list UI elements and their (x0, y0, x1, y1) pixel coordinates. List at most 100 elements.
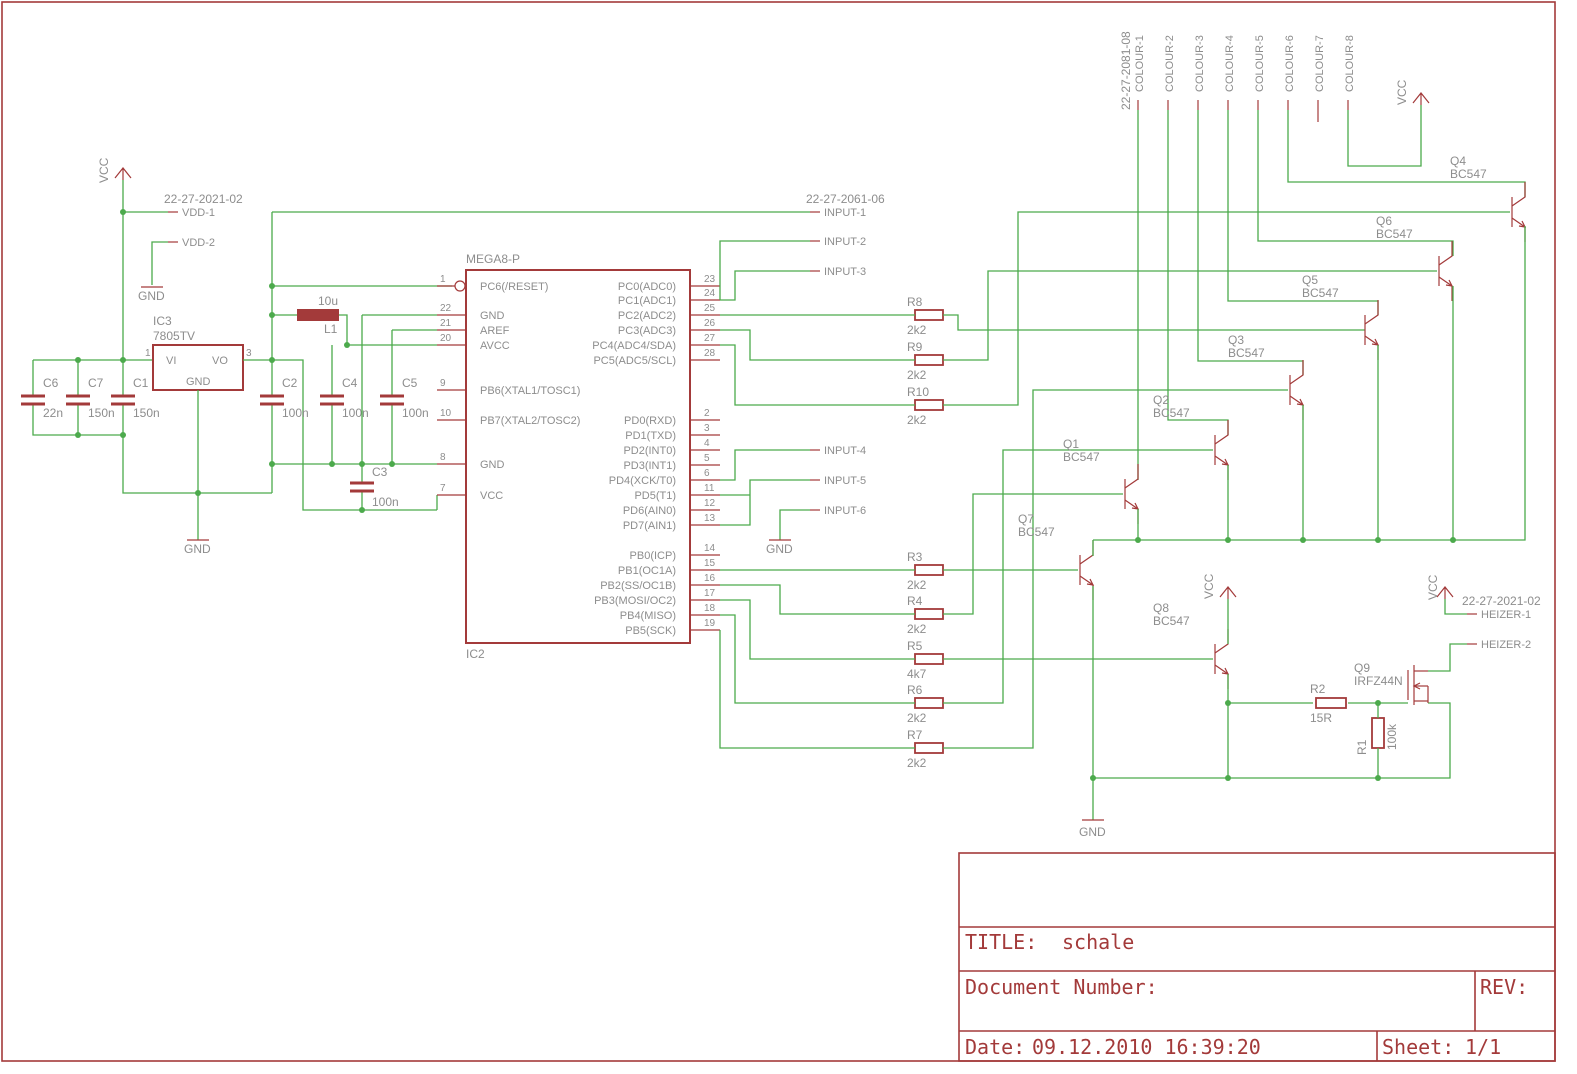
mcu-pin-name: PD1(TXD) (625, 430, 676, 442)
c5-name: C5 (402, 376, 418, 390)
sheet-frame (1, 1, 1556, 1062)
mcu-ic2: MEGA8-P IC2 1PC6(/RESET)22GND21AREF20AVC… (437, 252, 720, 661)
mcu-pin-name: PB2(SS/OC1B) (600, 580, 676, 592)
mcu-pin-name: PD2(INT0) (623, 445, 676, 457)
resistor-r4 (914, 608, 944, 620)
c1-value: 150n (133, 406, 160, 420)
mcu-pin-number: 13 (704, 513, 716, 524)
resistor-r6 (914, 697, 944, 709)
mcu-pin-number: 24 (704, 288, 716, 299)
transistor-q2 (1214, 420, 1230, 480)
resistor-r8 (914, 309, 944, 321)
mcu-pin-name: PB4(MISO) (620, 610, 676, 622)
c6-value: 22n (43, 406, 63, 420)
colour-connector-name: 22-27-2081-08 (1119, 31, 1133, 110)
mcu-pin-name: PD5(T1) (634, 490, 676, 502)
input-pin-label: INPUT-3 (824, 266, 866, 278)
transistor-q8 (1214, 629, 1230, 689)
transistor-name: Q5 (1302, 273, 1318, 287)
mcu-pin-name: GND (480, 310, 505, 322)
c2-name: C2 (282, 376, 298, 390)
mcu-value: MEGA8-P (466, 252, 520, 266)
mcu-pin-name: AREF (480, 325, 510, 337)
rev-label: REV: (1480, 975, 1528, 999)
ic3-name: IC3 (153, 314, 172, 328)
resistor-name: R9 (907, 340, 923, 354)
c3-name: C3 (372, 465, 388, 479)
transistor-value: BC547 (1153, 406, 1190, 420)
title-block: TITLE: schale Document Number: REV: Date… (958, 852, 1556, 1062)
resistor-name: R1 (1355, 739, 1369, 755)
mcu-pin-number: 11 (704, 483, 715, 494)
resistor-value: 2k2 (907, 413, 927, 427)
mcu-pin-number: 21 (440, 318, 452, 329)
mcu-pin-name: PD3(INT1) (623, 460, 676, 472)
mcu-pin-number: 15 (704, 558, 716, 569)
colour-pin-label: COLOUR-6 (1284, 35, 1296, 92)
mcu-left-pins: 1PC6(/RESET)22GND21AREF20AVCC9PB6(XTAL1/… (437, 274, 580, 502)
resistor-value: 2k2 (907, 323, 927, 337)
resistor-name: R7 (907, 728, 923, 742)
mcu-pin-number: 2 (704, 408, 710, 419)
mcu-pin-number: 16 (704, 573, 716, 584)
resistor-r1 (1371, 717, 1385, 749)
title-label: TITLE: (965, 930, 1037, 954)
colour-pin-label: COLOUR-7 (1314, 35, 1326, 92)
input-pin-label: INPUT-6 (824, 505, 866, 517)
mcu-pin-name: PC5(ADC5/SCL) (593, 355, 676, 367)
mcu-pin-number: 6 (704, 468, 710, 479)
mcu-pin-name: PC4(ADC4/SDA) (592, 340, 676, 352)
mcu-pin-name: PB0(ICP) (630, 550, 676, 562)
colour-pin-label: COLOUR-8 (1344, 35, 1356, 92)
mcu-pin-number: 8 (440, 452, 446, 463)
transistor-q7 (1079, 540, 1095, 600)
transistor-name: Q6 (1376, 214, 1392, 228)
mcu-pin-number: 18 (704, 603, 716, 614)
heizer-1-label: HEIZER-1 (1481, 609, 1531, 621)
resistor-r3 (914, 564, 944, 576)
c1-name: C1 (133, 376, 149, 390)
transistor-name: Q3 (1228, 333, 1244, 347)
resistor-value: 4k7 (907, 667, 927, 681)
c6-name: C6 (43, 376, 59, 390)
mcu-pin-name: PB3(MOSI/OC2) (594, 595, 676, 607)
transistor-name: Q4 (1450, 154, 1466, 168)
ic3-pin3: 3 (246, 348, 252, 359)
resistor-group: R82k2R92k2R102k2R32k2R42k2R54k7R62k2R72k… (907, 295, 1399, 770)
mcu-pin-number: 25 (704, 303, 716, 314)
l1-name: L1 (324, 322, 338, 336)
heizer-2-label: HEIZER-2 (1481, 639, 1531, 651)
mcu-pin-number: 1 (440, 274, 446, 285)
mcu-pin-name: PB1(OC1A) (618, 565, 676, 577)
transistor-q6 (1438, 241, 1454, 301)
resistor-r2 (1315, 697, 1347, 709)
mcu-pin-number: 27 (704, 333, 716, 344)
mcu-pin-name: PD6(AIN0) (623, 505, 676, 517)
resistor-r10 (914, 399, 944, 411)
resistor-value: 2k2 (907, 711, 927, 725)
mcu-pin-number: 10 (440, 408, 452, 419)
resistor-value: 2k2 (907, 622, 927, 636)
mcu-right-pins: 23PC0(ADC0)24PC1(ADC1)25PC2(ADC2)26PC3(A… (592, 274, 720, 637)
l1-value: 10u (318, 294, 338, 308)
ic3-value: 7805TV (153, 329, 195, 343)
c7-name: C7 (88, 376, 104, 390)
mcu-pin-number: 20 (440, 333, 452, 344)
resistor-name: R2 (1310, 682, 1326, 696)
transistor-value: BC547 (1063, 450, 1100, 464)
mcu-pin-number: 28 (704, 348, 716, 359)
resistor-name: R3 (907, 550, 923, 564)
transistor-value: BC547 (1228, 346, 1265, 360)
input-connector-name: 22-27-2061-06 (806, 192, 885, 206)
transistor-value: BC547 (1302, 286, 1339, 300)
mcu-pin-name: PC0(ADC0) (618, 281, 676, 293)
transistor-name: Q8 (1153, 601, 1169, 615)
vdd-2-label: VDD-2 (182, 237, 215, 249)
heater-connector-name: 22-27-2021-02 (1462, 594, 1541, 608)
mosfet-q9 (1407, 665, 1429, 705)
c3-value: 100n (372, 495, 399, 509)
date-label: Date: (965, 1035, 1025, 1059)
transistor-ground-rail: GND (1079, 226, 1526, 839)
input-pin-label: INPUT-4 (824, 445, 866, 457)
gnd-label-vdd: GND (138, 289, 165, 303)
